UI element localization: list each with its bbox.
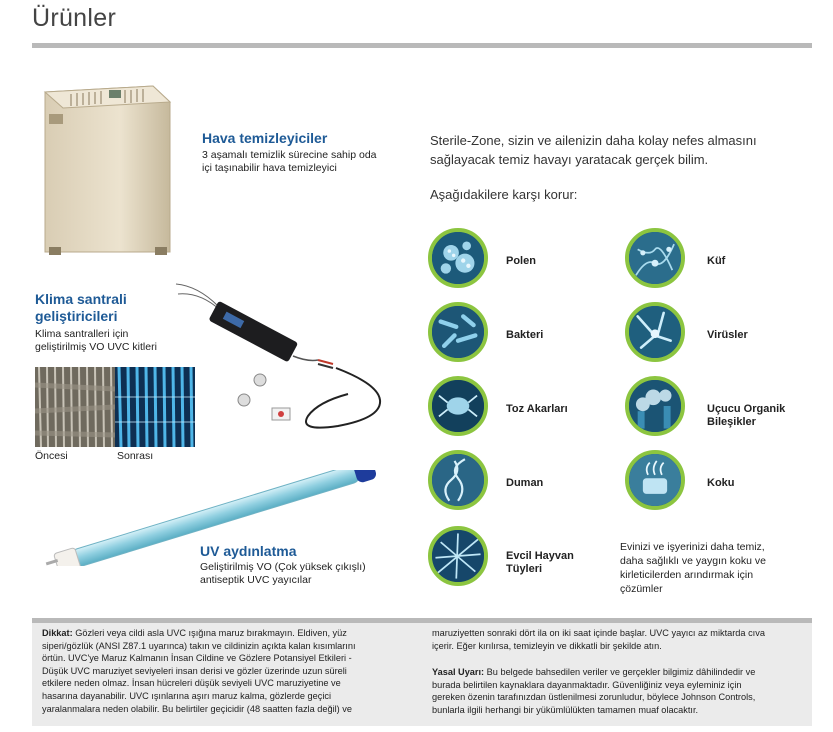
- intro-line-2: sağlayacak temiz havayı yaratacak gerçek…: [430, 152, 709, 167]
- protection-label-virus: Virüsler: [707, 329, 748, 341]
- header-divider: [32, 43, 812, 48]
- warning-line-6: yaralanmalara neden olabilir. Bu belirti…: [42, 703, 352, 714]
- pollen-icon: [428, 228, 488, 288]
- odor-icon: [625, 450, 685, 510]
- protection-label-voc-2: Bileşikler: [707, 416, 756, 428]
- legal-line-0: Yasal Uyarı: Bu belgede bahsedilen veril…: [432, 667, 756, 677]
- warning-cont-line-2: içerir. Eğer kırılırsa, temizleyin ve di…: [432, 640, 662, 651]
- pet-dander-icon: [428, 526, 488, 586]
- warning-cont-line-1: maruziyetten sonraki dört ila on iki saa…: [432, 628, 765, 638]
- uv-lighting-desc-2: antiseptik UVC yayıcılar: [200, 574, 312, 586]
- protection-label-odor: Koku: [707, 477, 735, 489]
- footer-divider: [32, 618, 812, 623]
- disclaimer-box: Dikkat: Gözleri veya cildi asla UVC ışığ…: [32, 623, 812, 726]
- closing-line-4: çözümler: [620, 583, 663, 595]
- warning-block: Dikkat: Gözleri veya cildi asla UVC ışığ…: [42, 627, 422, 715]
- dust-mite-icon: [428, 376, 488, 436]
- warning-line-3: Düşük UVC maruziyet seviyeleri insan der…: [42, 665, 347, 676]
- mold-icon: [625, 228, 685, 288]
- protects-heading: Aşağıdakilere karşı korur:: [430, 187, 578, 202]
- legal-line-2: gereken özenin tarafınızdan üstlenilmesi…: [432, 692, 756, 703]
- protection-label-mold: Küf: [707, 255, 726, 267]
- uvc-kit-image: [168, 276, 390, 436]
- closing-line-3: kirleticilerden arındırmak için: [620, 569, 754, 581]
- closing-line-2: daha sağlıklı ve yaygın koku ve: [620, 555, 766, 567]
- virus-icon: [625, 302, 685, 362]
- protection-label-voc-1: Uçucu Organik: [707, 403, 786, 415]
- legal-block: Yasal Uyarı: Bu belgede bahsedilen veril…: [432, 666, 807, 716]
- warning-line-1: siperi/gözlük (ANSI Z87.1 uyarınca) takı…: [42, 640, 356, 651]
- protection-label-smoke: Duman: [506, 477, 544, 489]
- smoke-icon: [428, 450, 488, 510]
- warning-line-5: hasarına dayanabilir. UVC ışınlarına aşı…: [42, 690, 332, 701]
- warning-line-2: örtün. UVC'ye Maruz Kalmanın İnsan Cildi…: [42, 653, 352, 664]
- closing-line-1: Evinizi ve işyerinizi daha temiz,: [620, 541, 765, 553]
- hvac-desc-2: geliştirilmiş VO UVC kitleri: [35, 341, 157, 353]
- before-label: Öncesi: [35, 450, 68, 462]
- after-label: Sonrası: [117, 450, 154, 462]
- before-after-image: [34, 366, 195, 448]
- uv-lighting-desc-1: Geliştirilmiş VO (Çok yüksek çıkışlı): [200, 561, 366, 573]
- hvac-desc-1: Klima santralleri için: [35, 328, 129, 340]
- protection-label-dust-mites: Toz Akarları: [506, 403, 568, 415]
- air-purifier-image: [35, 82, 172, 260]
- uv-lighting-heading: UV aydınlatma: [200, 543, 297, 559]
- legal-line-1: burada belirtilen kaynaklara dayanmaktad…: [432, 679, 742, 690]
- bacteria-icon: [428, 302, 488, 362]
- hvac-heading-1: Klima santrali: [35, 291, 127, 307]
- legal-line-3: bunlarla ilgili herhangi bir yükümlülükt…: [432, 704, 699, 715]
- protection-label-pollen: Polen: [506, 255, 536, 267]
- air-purifier-desc-2: içi taşınabilir hava temizleyici: [202, 162, 337, 174]
- air-purifier-desc-1: 3 aşamalı temizlik sürecine sahip oda: [202, 149, 377, 161]
- protection-label-pet-2: Tüyleri: [506, 563, 543, 575]
- air-purifier-heading: Hava temizleyiciler: [202, 130, 328, 146]
- intro-line-1: Sterile-Zone, sizin ve ailenizin daha ko…: [430, 133, 757, 148]
- warning-label: Dikkat:: [42, 628, 73, 638]
- page-title: Ürünler: [32, 4, 117, 32]
- warning-line-0: Dikkat: Gözleri veya cildi asla UVC ışığ…: [42, 628, 347, 638]
- voc-icon: [625, 376, 685, 436]
- warning-continued: maruziyetten sonraki dört ila on iki saa…: [432, 627, 807, 652]
- legal-label: Yasal Uyarı:: [432, 667, 485, 677]
- protection-label-bacteria: Bakteri: [506, 329, 544, 341]
- hvac-heading-2: geliştiricileri: [35, 308, 118, 324]
- warning-line-4: etkilere neden olmaz. İnsan hücreleri dü…: [42, 678, 341, 689]
- protection-label-pet-1: Evcil Hayvan: [506, 550, 574, 562]
